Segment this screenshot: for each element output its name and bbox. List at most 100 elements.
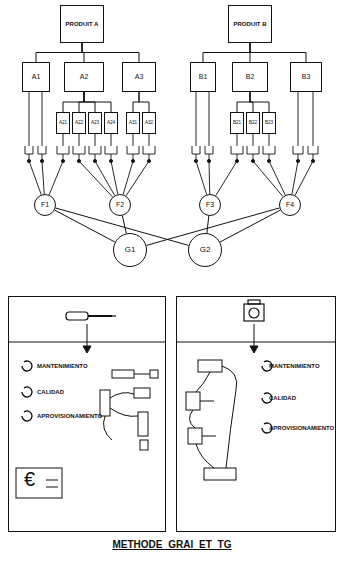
node-text: B1	[199, 73, 208, 80]
connector	[250, 43, 306, 62]
component-stem	[42, 154, 43, 160]
node-text: CALIDAD	[269, 395, 296, 401]
node-text: A32	[145, 121, 153, 126]
part-sketch	[100, 390, 110, 416]
node-text: APROVISIONAMIENTO	[269, 425, 334, 431]
node-text: B22	[249, 121, 257, 126]
component-stem	[149, 154, 150, 160]
plug-box	[46, 487, 58, 488]
down-arrow	[83, 346, 91, 353]
screwdriver-icon	[66, 312, 88, 320]
product-box: B21	[230, 112, 244, 134]
fan-line	[269, 161, 285, 195]
component-stem	[313, 154, 314, 160]
machine-icon	[244, 300, 264, 321]
component-bracket	[247, 134, 259, 154]
screwdriver-icon	[112, 315, 116, 316]
connector	[36, 43, 82, 62]
fan-line	[126, 161, 149, 196]
product-box: A2	[64, 62, 104, 92]
component-bracket	[293, 92, 303, 154]
component-stack	[202, 436, 216, 437]
fan-line	[123, 161, 133, 194]
fan-line	[29, 161, 41, 195]
node-text: B23	[265, 121, 273, 126]
connector	[82, 43, 139, 62]
component-bracket	[127, 134, 139, 154]
component-stem	[133, 154, 134, 160]
component-stack	[200, 401, 214, 402]
fan-line	[209, 161, 211, 194]
node-text: F1	[41, 201, 49, 208]
product-box: A21	[56, 112, 70, 134]
connector	[79, 92, 84, 112]
product-box: A32	[142, 112, 156, 134]
component-stack	[198, 360, 222, 372]
product-box: B3	[290, 62, 322, 92]
product-box: A3	[122, 62, 156, 92]
product-box: B23	[262, 112, 276, 134]
component-bracket	[89, 134, 101, 154]
node-text: PRODUIT B	[234, 21, 267, 27]
component-bracket	[38, 92, 46, 154]
connector	[63, 92, 84, 112]
node-text: A1	[32, 73, 41, 80]
node-text: F3	[206, 201, 214, 208]
connector	[237, 92, 250, 112]
resource-panel: MANTENIMIENTO CALIDAD APROVISIONAMIENTO	[176, 296, 336, 532]
product-box: B1	[190, 62, 216, 92]
part-sketch	[104, 416, 112, 440]
panel-divider	[176, 342, 336, 343]
part-sketch	[134, 374, 150, 375]
machine-icon	[249, 308, 259, 318]
component-bracket	[143, 134, 155, 154]
connector	[55, 210, 115, 242]
node-text: G1	[125, 246, 136, 254]
product-box: B22	[246, 112, 260, 134]
node-text: CALIDAD	[37, 389, 64, 395]
component-stack	[188, 428, 202, 444]
product-box: A23	[88, 112, 102, 134]
component-bracket	[105, 134, 117, 154]
node-text: MANTENIMIENTO	[269, 363, 320, 369]
node-text: G2	[200, 246, 211, 254]
product-box: A22	[72, 112, 86, 134]
node-text: B2	[246, 73, 255, 80]
node-text: APROVISIONAMIENTO	[37, 413, 102, 419]
product-box: PRODUIT A	[60, 5, 104, 43]
cycle-icon	[22, 361, 32, 371]
connector	[203, 43, 250, 62]
plug-box	[16, 468, 62, 498]
node-text: F4	[286, 201, 294, 208]
component-stack	[204, 468, 236, 480]
component-stem	[209, 154, 210, 160]
component-bracket	[73, 134, 85, 154]
fan-line	[253, 161, 283, 197]
component-stack	[186, 360, 237, 480]
function-circle: F2	[109, 194, 131, 216]
component-stem	[298, 154, 299, 160]
panel-divider	[8, 342, 336, 343]
node-text: A24	[107, 121, 115, 126]
cycle-icon	[22, 411, 32, 421]
machine-icon	[244, 304, 264, 321]
component-stem	[29, 154, 30, 160]
connector	[139, 92, 149, 112]
machine-icon	[248, 300, 260, 304]
part-sketch	[150, 370, 158, 378]
node-text: A2	[80, 73, 89, 80]
product-box: A1	[22, 62, 50, 92]
product-box: A31	[126, 112, 140, 134]
product-box: B2	[232, 62, 268, 92]
fan-line	[196, 161, 207, 195]
fan-line	[111, 161, 118, 194]
node-text: A21	[59, 121, 67, 126]
part-sketch	[100, 370, 158, 450]
component-bracket	[263, 134, 275, 154]
product-box: PRODUIT B	[228, 5, 272, 43]
down-arrow	[250, 346, 258, 353]
fan-line	[49, 161, 63, 195]
fan-line	[79, 161, 113, 197]
fan-line	[292, 161, 298, 194]
